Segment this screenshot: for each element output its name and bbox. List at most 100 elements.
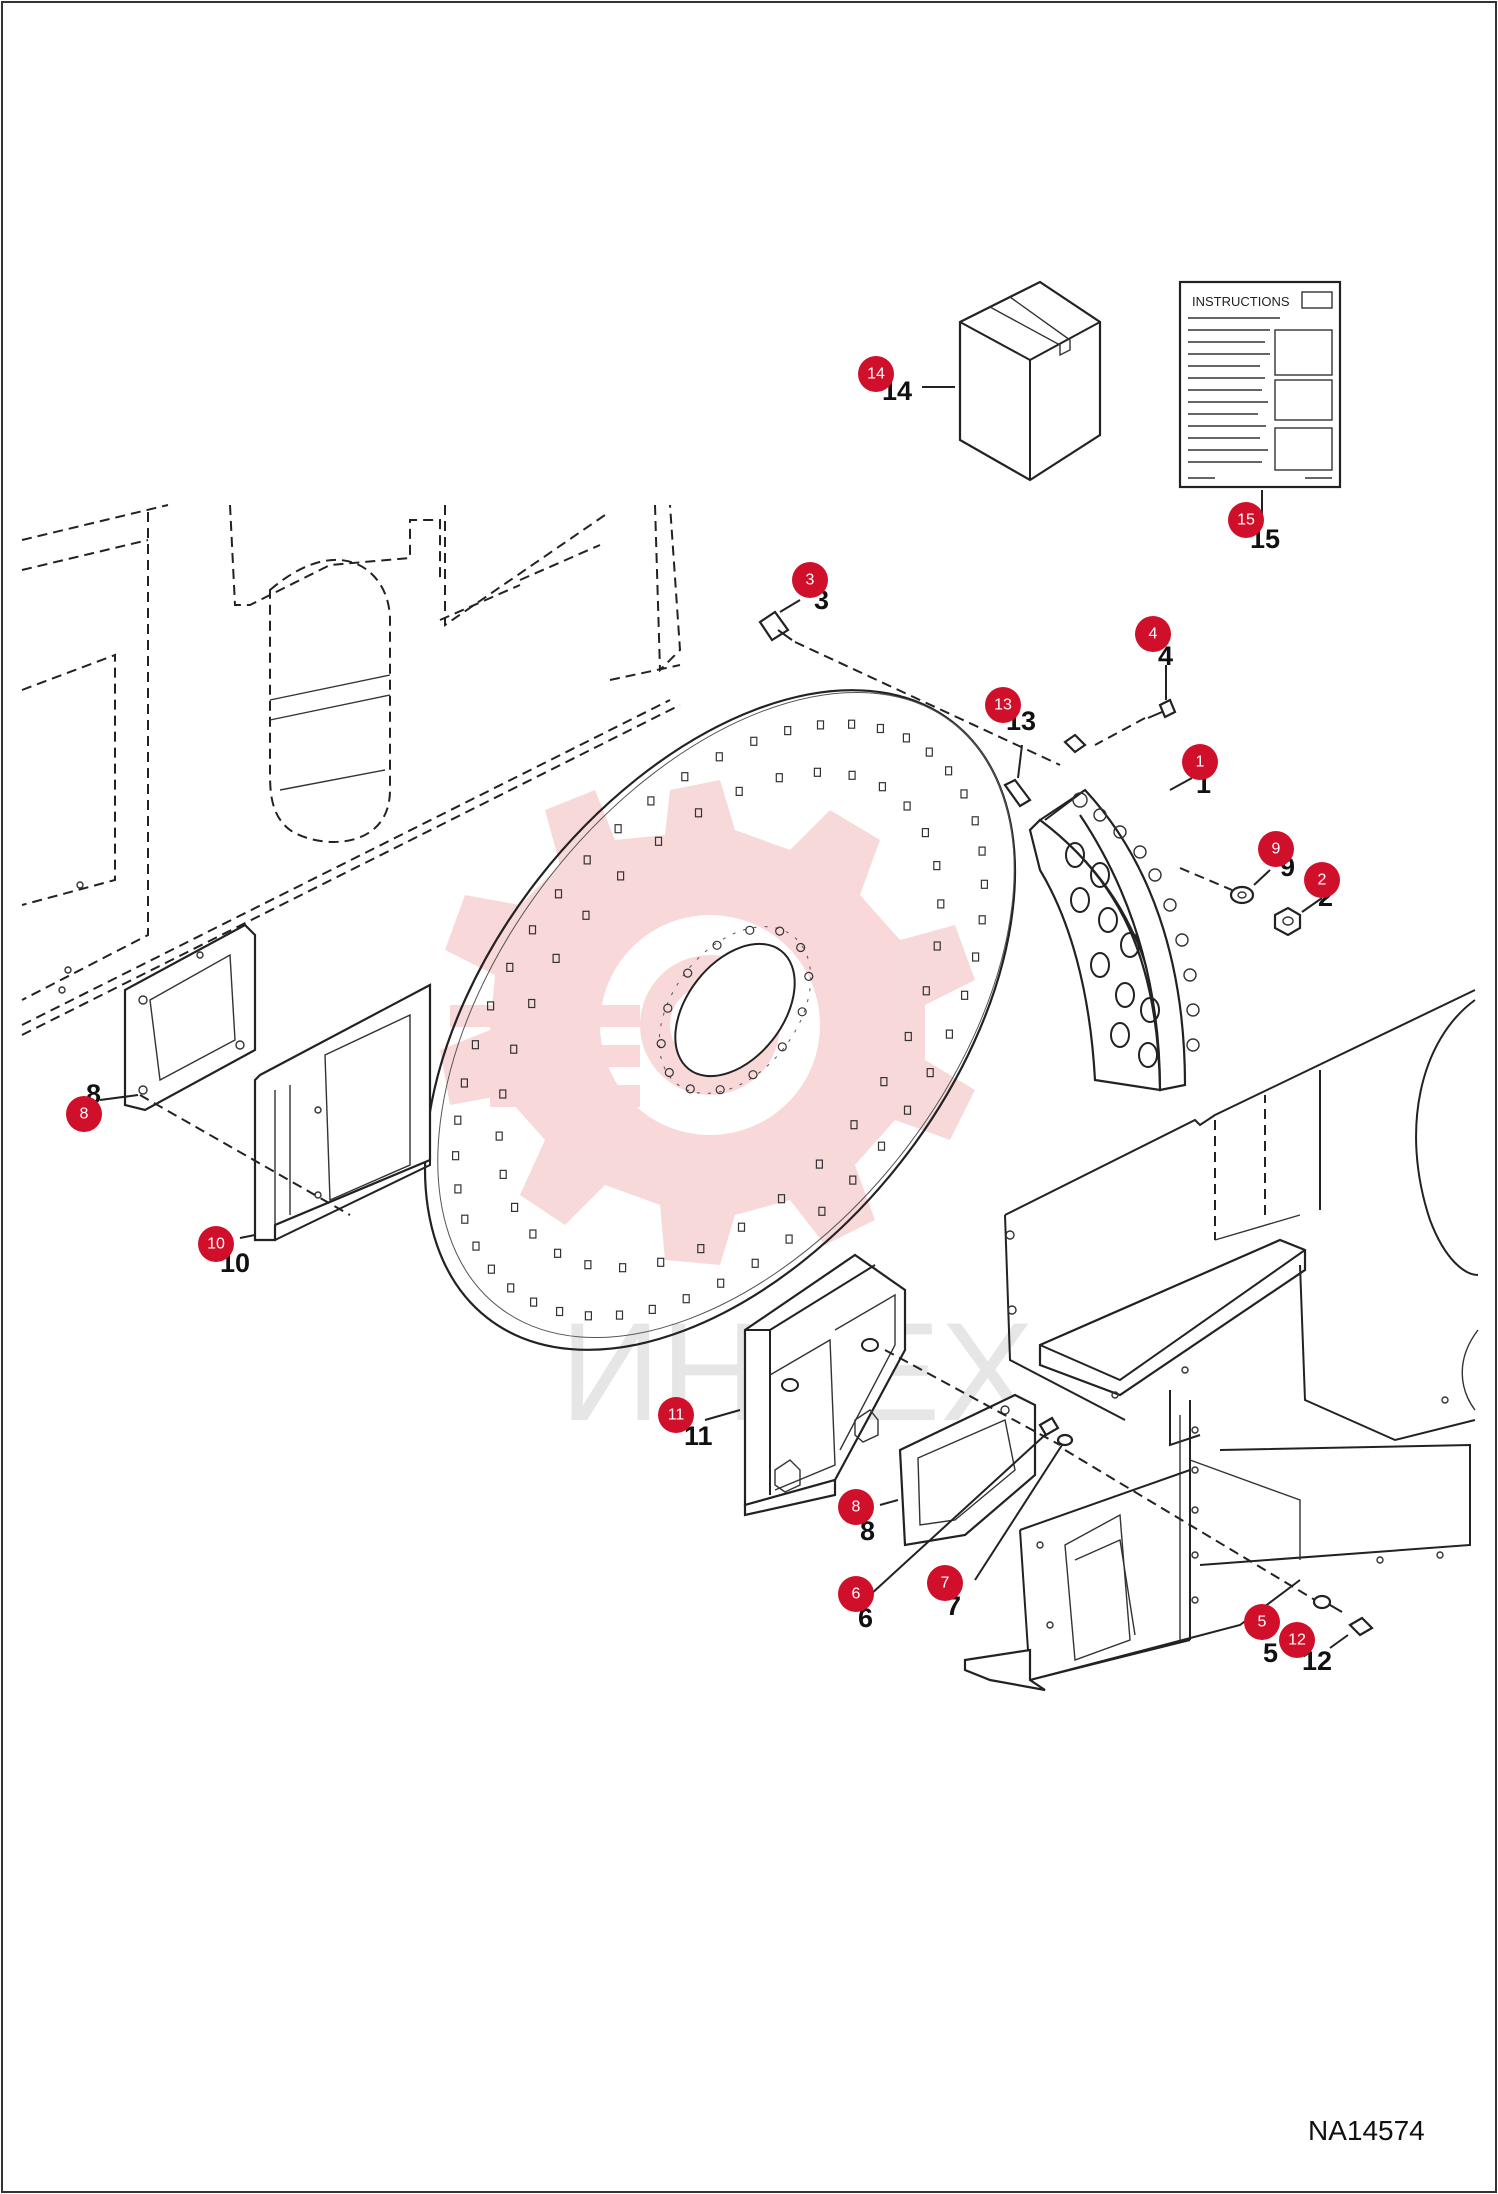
svg-text:11: 11 xyxy=(668,1407,685,1424)
svg-text:12: 12 xyxy=(1288,1632,1306,1649)
disc-slot xyxy=(697,1243,705,1254)
leader-11 xyxy=(704,1409,741,1421)
hub-bolt-hole xyxy=(656,1038,666,1049)
leader-10 xyxy=(239,1234,256,1239)
disc-slot xyxy=(960,990,969,1000)
disc-slot xyxy=(615,1310,624,1320)
nut-2 xyxy=(1273,906,1302,937)
disc-slot xyxy=(471,1040,479,1050)
label-8b: 8 xyxy=(860,1516,875,1546)
leader-1 xyxy=(1169,777,1193,791)
disc-slot xyxy=(876,723,885,734)
svg-text:6: 6 xyxy=(852,1586,861,1603)
disc-slot xyxy=(454,1184,462,1194)
assembly-line-8b xyxy=(884,1349,1061,1446)
disc-slot xyxy=(813,767,822,777)
instructions-title: INSTRUCTIONS xyxy=(1192,294,1290,309)
callout-10[interactable]: 10 xyxy=(198,1226,234,1262)
bolt-3 xyxy=(758,610,793,642)
disc-slot xyxy=(528,925,537,935)
svg-text:4: 4 xyxy=(1149,626,1158,643)
disc-slot xyxy=(926,1067,934,1078)
disc-slot xyxy=(877,1141,886,1151)
callout-14[interactable]: 14 xyxy=(858,356,894,392)
disc-slot xyxy=(694,808,703,818)
disc-slot xyxy=(715,752,723,762)
hub-bolt-hole xyxy=(715,1085,725,1095)
callout-1[interactable]: 1 xyxy=(1182,744,1218,780)
disc-slot xyxy=(553,1248,562,1258)
leader-8b xyxy=(879,1499,899,1506)
callout-9[interactable]: 9 xyxy=(1258,831,1294,867)
callout-11[interactable]: 11 xyxy=(658,1397,694,1433)
callout-2[interactable]: 2 xyxy=(1304,862,1340,898)
svg-text:9: 9 xyxy=(1272,841,1281,858)
svg-text:10: 10 xyxy=(207,1236,225,1253)
disc-slot xyxy=(978,915,986,925)
disc-slot xyxy=(584,1260,592,1270)
disc-slot xyxy=(554,889,563,899)
machine-frame-right xyxy=(963,989,1479,1692)
hub-bolt-hole xyxy=(775,926,785,936)
hub-bolt-hole xyxy=(712,940,722,950)
disc-slot xyxy=(818,1206,826,1216)
hub-bolt-hole xyxy=(745,925,755,935)
disc-slot xyxy=(849,1175,857,1185)
leader-5 xyxy=(1329,1604,1343,1613)
disc-slot xyxy=(511,1202,519,1213)
disc-slot xyxy=(717,1278,725,1288)
disc-slot xyxy=(584,1311,593,1321)
disc-slot xyxy=(922,986,930,996)
assembly-line-9 xyxy=(1179,867,1233,891)
disc-slot xyxy=(648,1304,656,1315)
callout-15[interactable]: 15 xyxy=(1228,502,1264,538)
disc-slot xyxy=(944,766,953,776)
disc-slot xyxy=(904,1031,912,1042)
callout-7[interactable]: 7 xyxy=(927,1565,963,1601)
tooth-segment xyxy=(1028,733,1200,1092)
svg-text:3: 3 xyxy=(806,572,815,589)
disc-slot xyxy=(654,836,663,846)
disc-slot xyxy=(647,796,655,806)
disc-slot xyxy=(777,1194,786,1204)
assembly-line-4 xyxy=(1094,717,1146,746)
disc-slot xyxy=(815,1159,824,1169)
machine-frame-left xyxy=(21,504,682,1036)
disc-slot xyxy=(499,1089,507,1099)
disc-slot xyxy=(980,879,989,889)
disc-slot xyxy=(528,998,536,1009)
disc-slot xyxy=(978,846,986,856)
disc-slot xyxy=(499,1169,507,1180)
callout-12[interactable]: 12 xyxy=(1279,1622,1315,1658)
disc-slot xyxy=(583,855,591,865)
disc-slot xyxy=(487,1264,495,1274)
svg-text:1: 1 xyxy=(1196,754,1205,771)
hub-bolt-hole xyxy=(685,1084,695,1094)
disc-slot xyxy=(472,1241,480,1251)
leader-9 xyxy=(1253,869,1271,886)
disc-slot xyxy=(775,773,783,783)
svg-text:8: 8 xyxy=(80,1106,89,1123)
callout-8a[interactable]: 8 xyxy=(66,1096,102,1132)
disc-slot xyxy=(847,719,856,729)
disc-slot xyxy=(682,1294,690,1304)
disc-slot xyxy=(495,1131,503,1141)
disc-slot xyxy=(933,860,941,871)
callout-5[interactable]: 5 xyxy=(1244,1604,1280,1640)
callout-3[interactable]: 3 xyxy=(792,562,828,598)
disc-slot xyxy=(902,733,911,743)
hub-bolt-hole xyxy=(663,1003,673,1013)
disc-slot xyxy=(681,772,689,782)
callout-13[interactable]: 13 xyxy=(985,687,1021,723)
assembly-line-3 xyxy=(794,641,1061,766)
callout-6[interactable]: 6 xyxy=(838,1576,874,1612)
bolt-12 xyxy=(1348,1616,1374,1637)
callout-8b[interactable]: 8 xyxy=(838,1489,874,1525)
hub-bolt-hole xyxy=(664,1067,674,1078)
svg-text:15: 15 xyxy=(1237,512,1255,529)
washer-7 xyxy=(1056,1433,1074,1447)
callout-4[interactable]: 4 xyxy=(1135,616,1171,652)
